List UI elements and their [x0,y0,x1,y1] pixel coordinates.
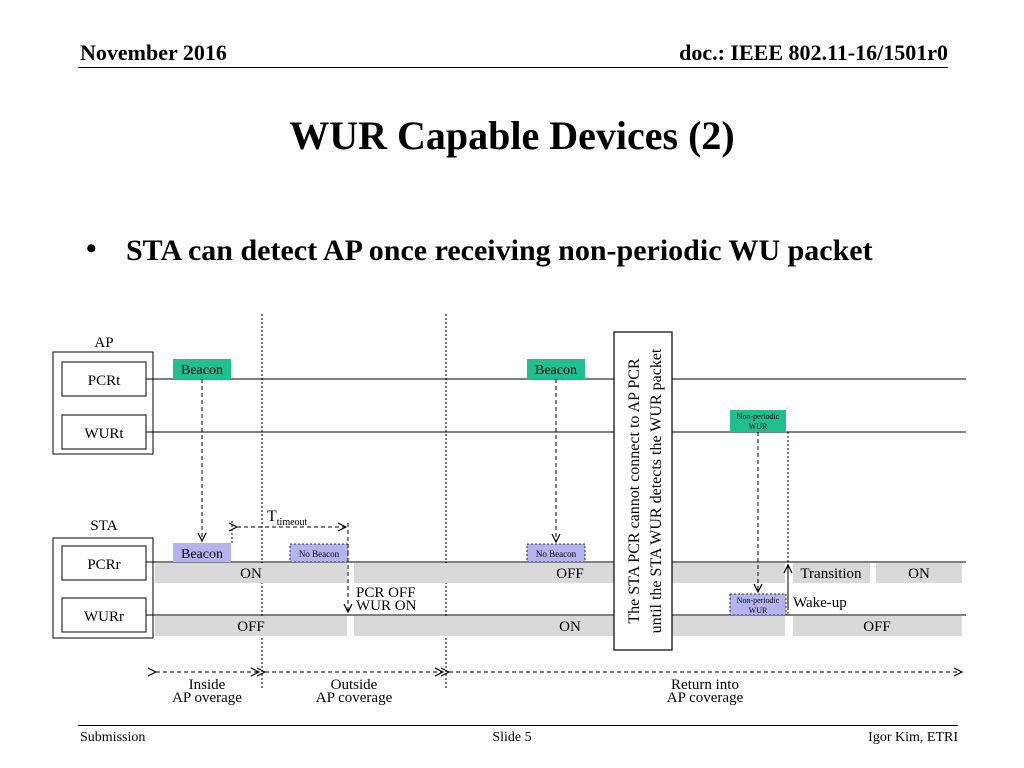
wur-state-off-2 [793,616,962,636]
footer-slide-number: Slide 5 [492,730,532,745]
wake-up-label: Wake-up [793,595,847,611]
ap-beacon-1-label: Beacon [181,363,223,378]
ap-nonperiodic-wur [730,410,786,432]
bullet-marker: • [86,232,97,265]
sta-no-beacon-2 [526,543,586,563]
footer-author: Igor Kim, ETRI [868,730,958,745]
vertical-note-line1: The STA PCR cannot connect to AP PCR [626,358,643,624]
header-date: November 2016 [80,40,227,65]
region-return-line2: AP coverage [667,690,744,706]
sta-label: STA [90,518,117,534]
pcr-state-on-2-label: ON [908,566,930,582]
bullet-text: STA can detect AP once receiving non-per… [126,234,873,267]
header-doc-id: doc.: IEEE 802.11-16/1501r0 [679,40,948,65]
ttimeout-main: T [267,508,277,525]
region-outside-line2: AP coverage [316,690,393,706]
region-inside-line2: AP overage [172,690,242,706]
region-outside-line1: Outside [331,677,378,693]
pcr-state-transition-label: Transition [800,566,862,582]
slide-title: WUR Capable Devices (2) [289,113,735,158]
wur-state-on-label: ON [559,619,581,635]
ttimeout-label: Ttimeout [267,508,308,528]
ttimeout-sub: timeout [277,517,308,528]
pcr-state-on [155,563,347,583]
wur-on-label: WUR ON [356,598,417,614]
sta-no-beacon-1-label: No Beacon [299,549,340,559]
ap-beacon-2-label: Beacon [535,363,577,378]
pcrt-label: PCRt [88,373,121,389]
pcrt-box [61,361,147,397]
wurt-label: WURt [84,426,124,442]
sta-nonperiodic-wur [729,593,787,616]
pcr-state-on-2 [876,563,962,583]
vertical-note-line2: until the STA WUR detects the WUR packet [648,348,665,633]
pcrr-label: PCRr [87,557,120,573]
sta-beacon-label: Beacon [181,547,223,562]
footer-divider [78,725,958,726]
pcr-state-off-label: OFF [556,566,584,582]
ap-np-wur-line2: WUR [749,422,768,431]
region-return-line1: Return into [671,677,739,693]
ap-frame [52,351,154,455]
sta-frame [52,537,154,639]
wur-state-off-2-label: OFF [863,619,891,635]
wurr-box [61,597,147,633]
pcr-off-label: PCR OFF [356,585,416,601]
pcr-state-on-label: ON [240,566,262,582]
ap-beacon-1 [173,359,231,379]
wur-state-off-label: OFF [237,619,265,635]
pcr-state-transition [793,563,870,583]
pcr-state-off [354,563,785,583]
ap-beacon-2 [527,359,585,379]
sta-np-wur-line1: Non-periodic [737,596,780,605]
pcrr-box [61,545,147,581]
ap-np-wur-line1: Non-periodic [737,412,780,421]
sta-np-wur-line2: WUR [749,606,768,615]
sta-no-beacon-1 [289,543,349,563]
vertical-note-box [613,331,673,651]
wur-state-off [155,616,347,636]
ap-label: AP [94,335,113,351]
region-inside-line1: Inside [189,677,226,693]
sta-no-beacon-2-label: No Beacon [536,549,577,559]
footer-submission: Submission [80,730,146,745]
wurr-label: WURr [84,609,124,625]
header-divider [78,67,948,68]
wur-state-on [354,616,785,636]
sta-beacon [173,543,231,562]
